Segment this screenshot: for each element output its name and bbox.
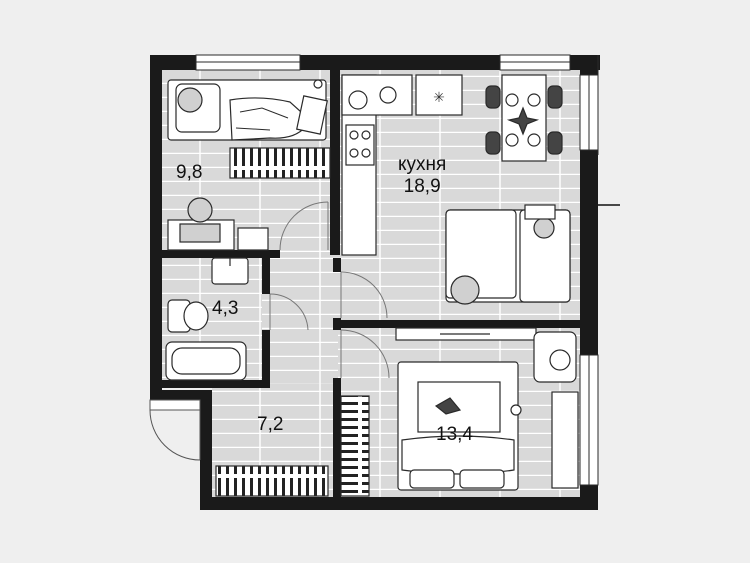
kitchen-furniture: ✳ xyxy=(341,74,571,305)
room-label-hall: 7,2 xyxy=(257,414,283,436)
bathroom-furniture xyxy=(165,257,249,381)
door-bedroom-small xyxy=(279,201,329,251)
kitchen-area: 18,9 xyxy=(403,176,441,197)
balcony-door xyxy=(597,55,620,206)
hall-closet xyxy=(340,395,370,497)
door-bathroom xyxy=(269,293,309,331)
entrance-door xyxy=(149,399,201,461)
dining-chair-1 xyxy=(485,85,501,109)
room-label-bedroom-small: 9,8 xyxy=(176,162,202,184)
bedroom-closet xyxy=(551,391,579,489)
hall-wardrobe xyxy=(215,465,329,497)
wardrobe-bedroom-small xyxy=(229,147,331,179)
dining-chair-2 xyxy=(485,131,501,155)
interior-doors xyxy=(269,201,390,379)
door-bedroom-main xyxy=(340,329,390,379)
bedroom-main-furniture xyxy=(395,327,579,491)
sofa-pillow-icon xyxy=(450,275,480,305)
nightstand-item xyxy=(510,404,522,416)
laptop xyxy=(179,223,221,243)
windows xyxy=(195,54,599,486)
sofa-side-table xyxy=(524,204,556,220)
stove xyxy=(345,124,375,166)
bedroom-small-area: 9,8 xyxy=(176,162,203,183)
room-label-kitchen: кухня 18,9 xyxy=(398,154,446,198)
room-label-bedroom-main: 13,4 xyxy=(436,424,473,446)
svg-text:✳: ✳ xyxy=(433,90,445,106)
bedroom-main-area: 13,4 xyxy=(436,424,473,445)
hall-furniture xyxy=(215,395,370,497)
fridge xyxy=(415,74,463,116)
table-decor-icon xyxy=(506,106,540,136)
lamp-icon xyxy=(313,79,323,89)
sink-icon xyxy=(348,90,368,110)
room-label-bathroom: 4,3 xyxy=(212,298,238,320)
dining-chair-4 xyxy=(547,131,563,155)
door-kitchen xyxy=(340,271,388,319)
kitchen-name: кухня xyxy=(398,154,447,175)
shelf xyxy=(237,227,269,251)
hall-area: 7,2 xyxy=(257,414,284,435)
pillow-right xyxy=(459,469,505,489)
bathroom-area: 4,3 xyxy=(212,298,239,319)
bed-decor-icon xyxy=(434,397,462,415)
pillow-left xyxy=(409,469,455,489)
plant-icon xyxy=(177,87,203,113)
desk-chair xyxy=(187,197,213,223)
bedroom-small-furniture xyxy=(167,79,331,251)
dining-chair-3 xyxy=(547,85,563,109)
nightstand xyxy=(296,95,328,135)
